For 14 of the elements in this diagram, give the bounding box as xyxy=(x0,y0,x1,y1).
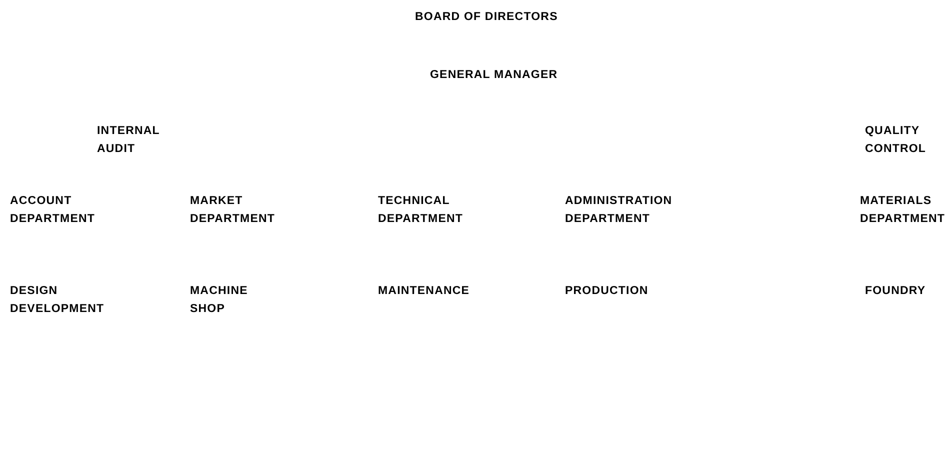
org-unit-label: BOARD OF DIRECTORS xyxy=(415,10,559,25)
org-unit-label: GENERAL MANAGER xyxy=(430,68,559,83)
org-unit-label: TECHNICAL DEPARTMENT xyxy=(378,194,464,227)
org-unit-label: MATERIALS DEPARTMENT xyxy=(860,194,942,227)
org-unit-label: QUALITY CONTROL xyxy=(865,124,928,157)
org-unit-label: PRODUCTION xyxy=(565,284,650,299)
org-unit-label: DESIGN DEVELOPMENT xyxy=(10,284,106,317)
org-unit-label: MARKET DEPARTMENT xyxy=(190,194,276,227)
org-unit-label: ADMINISTRATION DEPARTMENT xyxy=(565,194,674,227)
org-unit-label: MACHINE SHOP xyxy=(190,284,249,317)
org-unit-label: MAINTENANCE xyxy=(378,284,471,299)
org-unit-label: FOUNDRY xyxy=(865,284,927,299)
org-unit-label: ACCOUNT DEPARTMENT xyxy=(10,194,96,227)
org-unit-label: INTERNAL AUDIT xyxy=(97,124,161,157)
